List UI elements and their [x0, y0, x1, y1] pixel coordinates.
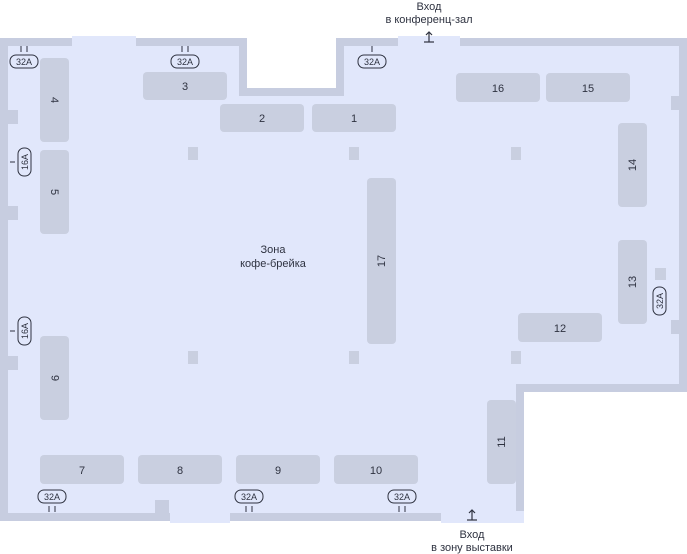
booth-label: 14 [627, 159, 639, 171]
entrance-conference-line1: Вход [417, 1, 442, 13]
entrance-exhibition-line2: в зону выставки [431, 542, 513, 554]
entrance-conference-line2: в конференц-зал [385, 14, 472, 26]
hall-floor [8, 46, 679, 513]
column [511, 147, 521, 160]
arrow-up-icon [424, 31, 434, 43]
booth-14[interactable]: 14 [618, 123, 647, 207]
booth-label: 5 [48, 189, 60, 195]
booth-label: 17 [376, 255, 388, 267]
wall-pillar [671, 320, 679, 334]
socket-label: 16A [20, 154, 30, 170]
booth-7[interactable]: 7 [40, 455, 124, 484]
wall-pillar [8, 110, 18, 124]
columns [188, 147, 666, 364]
column [188, 147, 198, 160]
socket-label: 32A [655, 293, 665, 309]
wall-opening [170, 511, 230, 523]
power-sockets: 32A 32A 32A 16A [9, 46, 667, 512]
booth-13[interactable]: 13 [618, 240, 647, 324]
wall-pillar [8, 356, 18, 370]
booth-3[interactable]: 3 [143, 72, 227, 100]
booth-label: 3 [182, 81, 188, 93]
plug-icon [20, 46, 28, 52]
booth-label: 11 [496, 436, 508, 447]
entrance-opening-exhibition [441, 511, 524, 523]
socket-top-mid: 32A [357, 46, 387, 69]
socket-bottom-mid: 32A [234, 489, 264, 512]
plug-icon [181, 46, 189, 52]
booth-12[interactable]: 12 [518, 313, 602, 342]
booth-label: 8 [177, 465, 183, 477]
booth-6[interactable]: 6 [40, 336, 69, 420]
booth-15[interactable]: 15 [546, 73, 630, 102]
socket-label: 32A [177, 57, 193, 67]
entrance-conference[interactable]: Вход в конференц-зал [385, 1, 473, 43]
socket-top-3: 32A [170, 46, 200, 69]
booth-10[interactable]: 10 [334, 455, 418, 484]
booth-17[interactable]: 17 [367, 178, 396, 344]
booth-label: 13 [627, 276, 639, 288]
socket-label: 32A [44, 492, 60, 502]
socket-bottom-right: 32A [387, 489, 417, 512]
wall-pillar [671, 96, 679, 110]
wall-opening [72, 36, 136, 48]
booth-label: 4 [48, 97, 60, 103]
wall-pillar [155, 500, 169, 513]
column [349, 147, 359, 160]
wall-pillar [8, 206, 18, 220]
socket-top-left: 32A [9, 46, 39, 69]
column [511, 351, 521, 364]
column [188, 351, 198, 364]
column [349, 351, 359, 364]
booth-5[interactable]: 5 [40, 150, 69, 234]
entrance-exhibition[interactable]: Вход в зону выставки [431, 509, 513, 554]
booth-label: 1 [351, 113, 357, 125]
socket-label: 16A [20, 323, 30, 339]
booth-label: 9 [275, 465, 281, 477]
socket-label: 32A [241, 492, 257, 502]
socket-label: 32A [16, 57, 32, 67]
booth-label: 2 [259, 113, 265, 125]
booth-8[interactable]: 8 [138, 455, 222, 484]
socket-bottom-left: 32A [37, 489, 67, 512]
booth-1[interactable]: 1 [312, 104, 396, 132]
booth-label: 16 [492, 83, 504, 95]
booth-4[interactable]: 4 [40, 58, 69, 142]
arrow-up-icon [467, 509, 477, 521]
booth-9[interactable]: 9 [236, 455, 320, 484]
booth-label: 6 [50, 375, 62, 381]
socket-left-lower: 16A [10, 316, 32, 346]
booth-label: 10 [370, 465, 382, 477]
booth-16[interactable]: 16 [456, 73, 540, 102]
plug-icon [48, 506, 56, 512]
booth-label: 7 [79, 465, 85, 477]
zone-label-line1: Зона [261, 244, 287, 256]
socket-label: 32A [364, 57, 380, 67]
plug-icon [245, 506, 253, 512]
column [655, 268, 666, 280]
booth-2[interactable]: 2 [220, 104, 304, 132]
booth-11[interactable]: 11 [487, 400, 516, 484]
booth-label: 15 [582, 83, 594, 95]
zone-label-line2: кофе-брейка [240, 258, 307, 270]
socket-right: 32A [652, 286, 667, 316]
socket-label: 32A [394, 492, 410, 502]
booths: 1 2 3 4 5 6 7 8 [40, 58, 647, 484]
coffee-break-zone: Зона кофе-брейка [240, 244, 307, 270]
entrance-exhibition-line1: Вход [460, 529, 485, 541]
booth-label: 12 [554, 323, 566, 335]
plug-icon [398, 506, 406, 512]
socket-left-upper: 16A [10, 147, 32, 177]
